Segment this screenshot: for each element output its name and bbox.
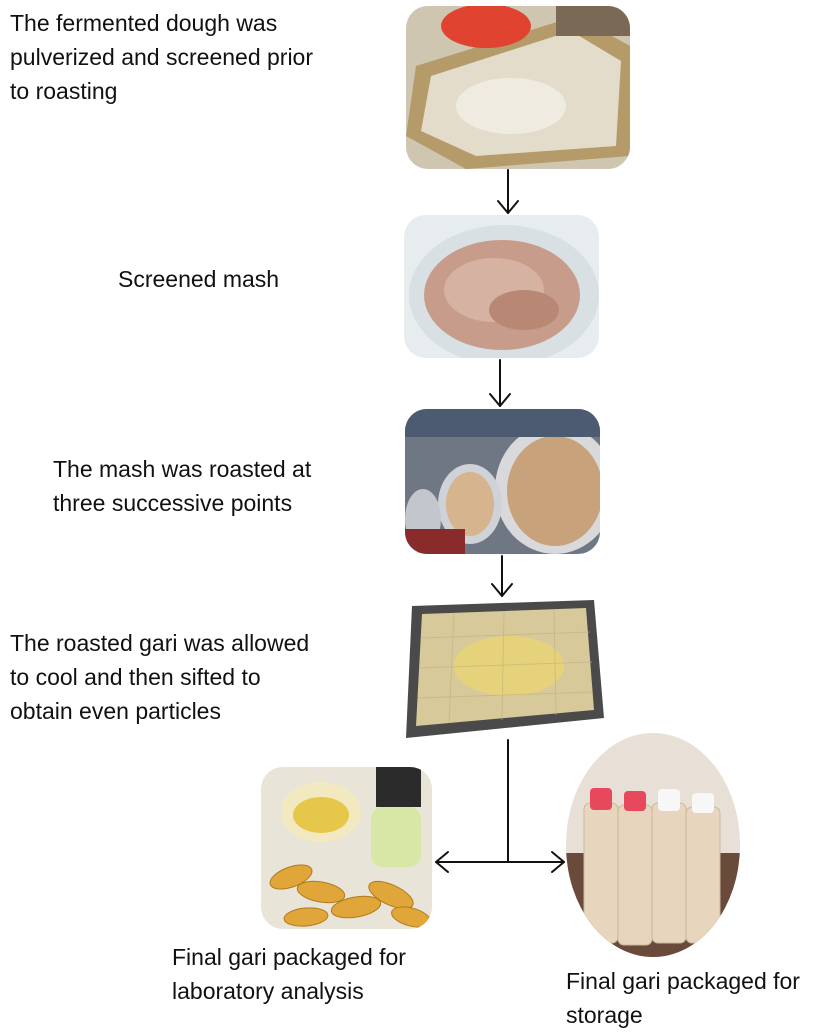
arrow-3-to-4: [492, 556, 512, 596]
output-lab-label: Final gari packaged for laboratory analy…: [172, 940, 406, 1008]
arrow-1-to-2: [498, 170, 518, 213]
screened-mash-photo: [404, 215, 599, 358]
branch-connector: [436, 740, 564, 872]
step-1-label: The fermented dough was pulverized and s…: [10, 6, 313, 108]
step-4-label: The roasted gari was allowed to cool and…: [10, 626, 309, 728]
output-storage-label: Final gari packaged for storage: [566, 964, 800, 1032]
roasting-pans-photo: [405, 409, 600, 554]
step-2-label: Screened mash: [118, 262, 279, 296]
pulverizing-dough-photo: [406, 6, 630, 169]
cooling-sieve-photo: [404, 598, 604, 738]
step-3-label: The mash was roasted at three successive…: [53, 452, 311, 520]
arrow-2-to-3: [490, 360, 510, 406]
storage-packages-photo: [566, 733, 740, 957]
lab-packages-photo: [261, 767, 432, 929]
